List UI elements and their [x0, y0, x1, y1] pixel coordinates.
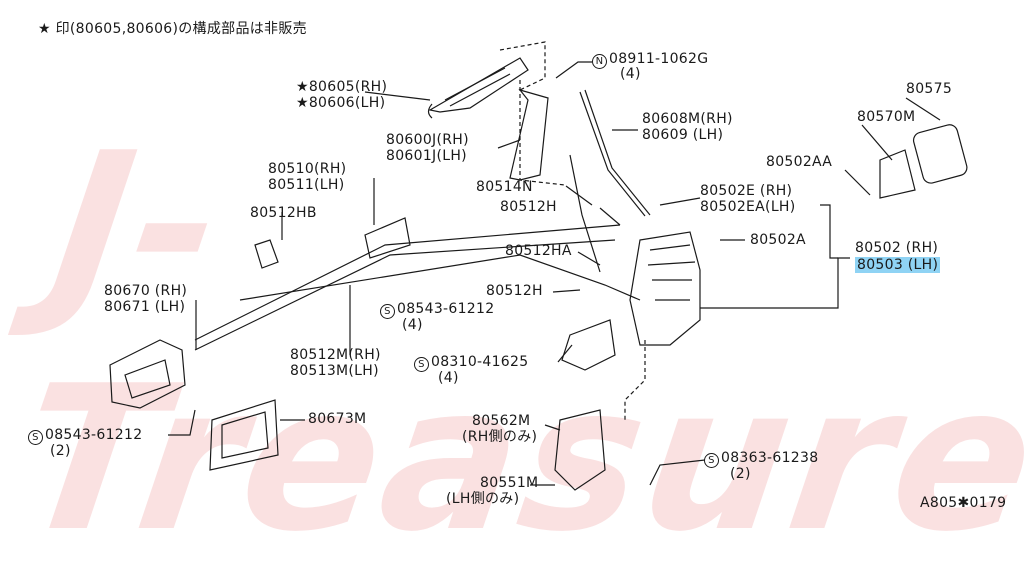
lever-80510	[364, 217, 411, 259]
rod-80608m	[584, 89, 651, 216]
callout-80671: 80671 (LH)	[104, 299, 186, 315]
s-symbol-icon: S	[380, 304, 395, 319]
callout-80502aa: 80502AA	[766, 154, 833, 170]
parts-diagram: J-Treasure	[7, 21, 1024, 576]
callout-08363-qty: (2)	[730, 466, 751, 482]
callout-80502a: 80502A	[750, 232, 806, 248]
highlighted-part-80503: 80503 (LH)	[855, 257, 941, 273]
s-symbol-icon: S	[28, 430, 43, 445]
callout-80570m: 80570M	[857, 109, 916, 125]
callout-80551m: 80551M	[480, 475, 539, 491]
callout-80551m-note: (LH側のみ)	[446, 491, 520, 507]
callout-08543-a-qty: (4)	[402, 317, 423, 333]
callout-80512h-lower: 80512H	[486, 283, 543, 299]
inside-handle-escutcheon	[109, 339, 186, 409]
callout-80513m: 80513M(LH)	[290, 363, 379, 379]
striker-shape	[879, 149, 916, 199]
s-symbol-icon: S	[414, 357, 429, 372]
callout-80606: ★80606(LH)	[296, 95, 386, 111]
callout-80512m: 80512M(RH)	[290, 347, 381, 363]
callout-80605: ★80605(RH)	[296, 79, 388, 95]
callout-80514n: 80514N	[476, 179, 533, 195]
part-number: 08911-1062G	[609, 51, 709, 67]
callout-80512h-upper: 80512H	[500, 199, 557, 215]
callout-80562m: 80562M	[472, 413, 531, 429]
header-note: ★ 印(80605,80606)の構成部品は非販売	[38, 21, 307, 37]
callout-80601j: 80601J(LH)	[386, 148, 467, 164]
callout-80502: 80502 (RH)	[855, 240, 939, 256]
door-lock-shape	[629, 231, 701, 346]
part-number: 08363-61238	[721, 450, 819, 466]
part-number: 08310-41625	[431, 354, 529, 370]
inside-handle-cover	[209, 399, 279, 471]
callout-80562m-note: (RH側のみ)	[462, 429, 538, 445]
callout-08543-b-qty: (2)	[50, 443, 71, 459]
rod-80514n	[569, 154, 601, 273]
callout-80600j: 80600J(RH)	[386, 132, 469, 148]
figure-id: A805✱0179	[920, 495, 1007, 511]
callout-08310-qty: (4)	[438, 370, 459, 386]
callout-80512hb: 80512HB	[250, 205, 317, 221]
part-number: 08543-61212	[45, 427, 143, 443]
callout-80670: 80670 (RH)	[104, 283, 188, 299]
callout-80609: 80609 (LH)	[642, 127, 724, 143]
actuator-shape	[561, 319, 616, 371]
callout-80502ea: 80502EA(LH)	[700, 199, 796, 215]
callout-80608m: 80608M(RH)	[642, 111, 733, 127]
callout-80575: 80575	[906, 81, 953, 97]
rod-80512m	[194, 224, 621, 341]
callout-80511: 80511(LH)	[268, 177, 345, 193]
callout-80510: 80510(RH)	[268, 161, 347, 177]
s-symbol-icon: S	[704, 453, 719, 468]
diagram-drawing	[109, 41, 968, 491]
n-symbol-icon: N	[592, 54, 607, 69]
callout-80512ha: 80512HA	[505, 243, 572, 259]
part-number: 08543-61212	[397, 301, 495, 317]
callout-80503: 80503 (LH)	[855, 257, 941, 273]
callout-80502e: 80502E (RH)	[700, 183, 793, 199]
callout-08911-qty: (4)	[620, 66, 641, 82]
bracket-80551m	[554, 409, 606, 491]
handle-bracket-shape	[509, 88, 549, 181]
callout-80673m: 80673M	[308, 411, 367, 427]
outside-handle-shape	[427, 57, 529, 119]
